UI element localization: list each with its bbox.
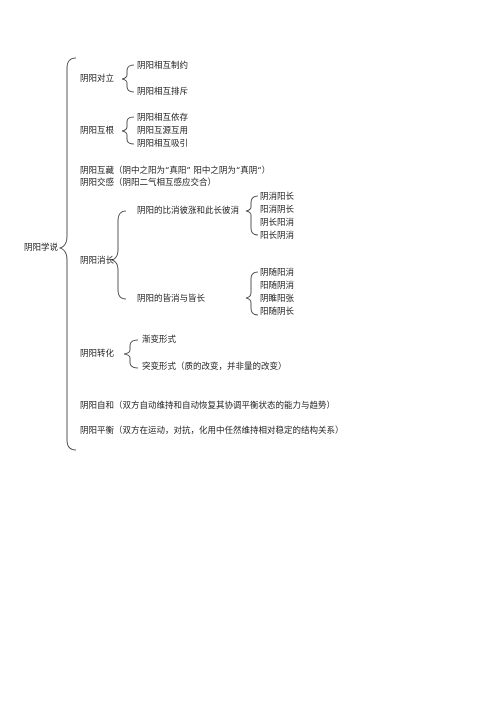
transformation-brace xyxy=(123,339,139,369)
group1-brace xyxy=(245,195,259,236)
group1-item: 阳消阴长 xyxy=(260,205,295,215)
root-brace xyxy=(58,57,77,451)
waxing-waning-brace xyxy=(110,210,127,300)
group2-item: 阴随阳消 xyxy=(260,268,295,278)
interdependence-brace xyxy=(121,116,135,145)
harmony-text: 阴阳自和（双方自动维持和自动恢复其协调平衡状态的能力与趋势） xyxy=(80,401,336,411)
interdependence-label: 阴阳互根 xyxy=(80,126,115,136)
group2-item: 阳随阴长 xyxy=(260,307,295,317)
opposition-item: 阴阳相互排斥 xyxy=(137,87,189,97)
transformation-item: 突变形式（质的改变，并非量的改变） xyxy=(142,362,287,372)
group1-item: 阳长阴消 xyxy=(260,231,295,241)
balance-text: 阴阳平衡（双方在运动，对抗，化用中任然维持相对稳定的结构关系） xyxy=(80,426,344,436)
group2-brace xyxy=(245,271,259,316)
transformation-label: 阴阳转化 xyxy=(80,349,115,359)
group1-label: 阴阳的比消彼涨和此长彼消 xyxy=(137,206,240,216)
group1-item: 阴长阳消 xyxy=(260,218,295,228)
mutual-containment-text: 阴阳互藏（阴中之阳为“真阳” 阳中之阴为“真阴“） xyxy=(80,166,271,176)
root-label: 阴阳学说 xyxy=(24,243,59,253)
group1-item: 阴消阳长 xyxy=(260,192,295,202)
opposition-label: 阴阳对立 xyxy=(80,74,115,84)
interdependence-item: 阴阳互源互用 xyxy=(137,126,189,136)
opposition-item: 阴阳相互制约 xyxy=(137,61,189,71)
waxing-waning-label: 阴阳消长 xyxy=(80,256,115,266)
interdependence-item: 阴阳相互依存 xyxy=(137,113,189,123)
interdependence-item: 阴阳相互吸引 xyxy=(137,139,189,149)
transformation-item: 渐变形式 xyxy=(142,335,177,345)
group2-item: 阴睢阳张 xyxy=(260,294,295,304)
interaction-text: 阴阳交感（阴阳二气相互感应交合） xyxy=(80,178,217,188)
group2-label: 阴阳的皆消与皆长 xyxy=(137,294,206,304)
group2-item: 阳随阴消 xyxy=(260,281,295,291)
opposition-brace xyxy=(121,64,135,93)
